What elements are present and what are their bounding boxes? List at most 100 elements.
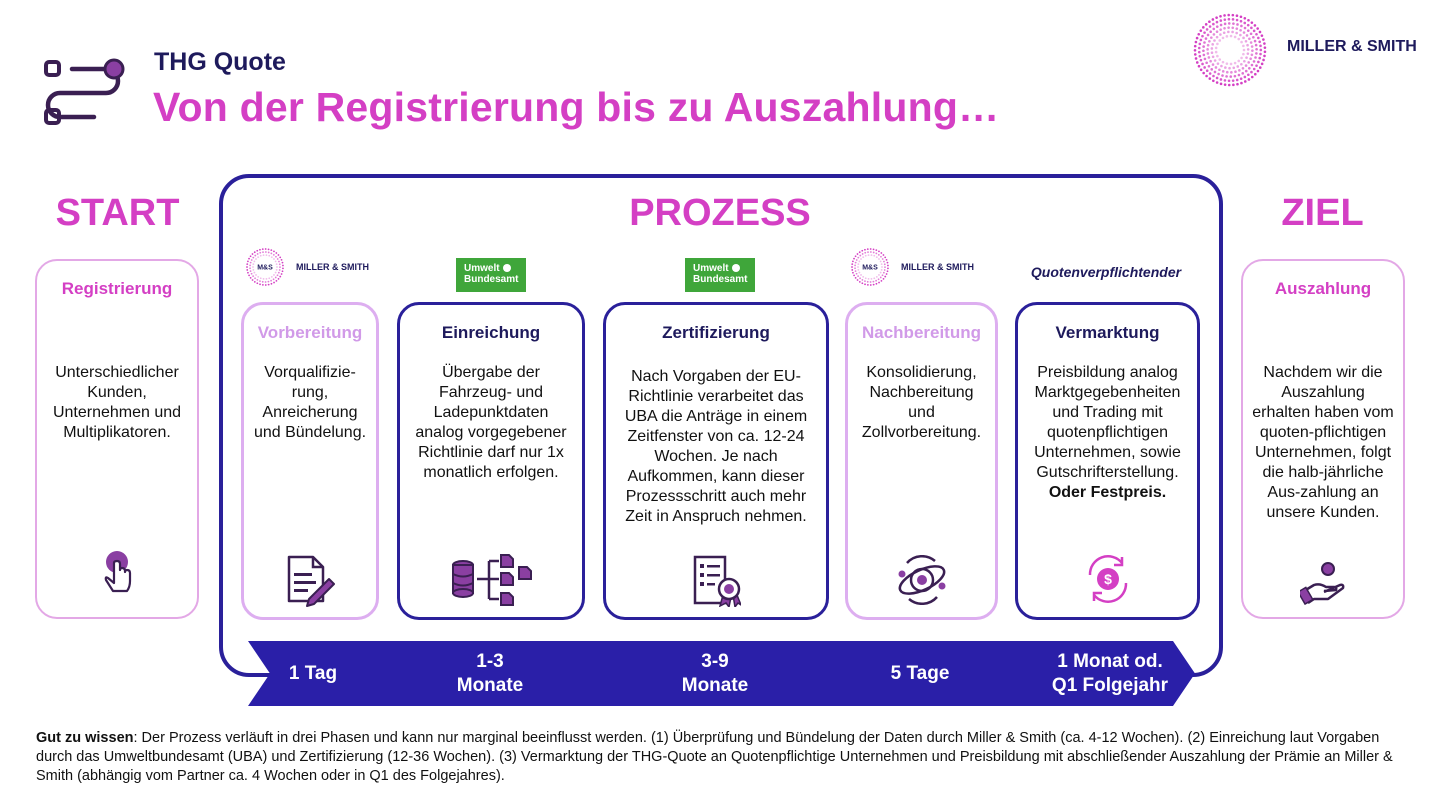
logo-dot: [1208, 77, 1212, 80]
logo-dot: [858, 251, 861, 254]
logo-dot: [267, 283, 270, 286]
logo-dot: [1240, 40, 1243, 44]
logo-dot: [1205, 28, 1209, 31]
logo-dot: [1252, 35, 1255, 39]
logo-dot: [275, 255, 277, 258]
logo-dot: [1240, 24, 1243, 28]
logo-dot: [256, 279, 259, 281]
logo-dot: [864, 277, 867, 280]
logo-dot: [1247, 73, 1250, 77]
logo-dot: [279, 275, 282, 278]
logo-dot: [279, 256, 282, 259]
logo-mark-text: M&S: [257, 265, 273, 272]
logo-dot: [859, 277, 861, 280]
ms-badge-text: MILLER & SMITH: [901, 262, 974, 272]
logo-dot: [257, 256, 260, 259]
logo-dot: [866, 280, 869, 283]
logo-dot: [873, 254, 876, 257]
logo-dot: [859, 254, 862, 257]
logo-dot: [1258, 66, 1262, 69]
logo-dot: [252, 268, 255, 271]
card-title: Registrierung: [61, 279, 173, 298]
logo-dot: [1213, 70, 1217, 74]
logo-dot: [861, 249, 864, 252]
logo-dot: [1252, 60, 1256, 63]
document-edit-icon: [287, 555, 335, 607]
logo-dot: [249, 264, 251, 267]
logo-dot: [861, 253, 864, 255]
logo-dot: [255, 274, 257, 276]
logo-dot: [879, 276, 882, 279]
logo-dot: [878, 274, 880, 276]
logo-dot: [1212, 74, 1215, 78]
logo-dot: [1256, 69, 1260, 73]
logo-dot: [1225, 62, 1229, 65]
logo-dot: [1227, 79, 1231, 83]
logo-dot: [259, 254, 262, 257]
logo-dot: [246, 263, 249, 266]
logo-dot: [1203, 41, 1206, 44]
orbit-icon: [898, 555, 945, 605]
logo-dot: [1193, 48, 1197, 52]
logo-dot: [1245, 34, 1249, 37]
logo-dot: [1239, 15, 1243, 19]
card-body-text: Preisbildung analog Marktgegebenheiten u…: [1034, 364, 1181, 481]
card-title: Zertifizierung: [662, 323, 770, 342]
logo-dot: [261, 280, 264, 283]
timeline-label-3b: Monate: [681, 675, 749, 696]
logo-dot: [1223, 18, 1227, 21]
logo-dot: [873, 277, 876, 280]
logo-dot: [1216, 62, 1220, 65]
logo-dot: [1210, 68, 1214, 71]
logo-dot: [875, 282, 878, 285]
logo-dot: [1256, 27, 1259, 30]
logo-dot: [1247, 18, 1250, 22]
logo-dot: [851, 269, 854, 271]
logo-dot: [1239, 19, 1243, 23]
logo-dot: [1219, 33, 1222, 36]
logo-dot: [1195, 61, 1199, 64]
logo-dot: [1223, 79, 1227, 82]
logo-dot: [1193, 53, 1197, 56]
logo-dot: [869, 281, 872, 283]
logo-dot: [1199, 58, 1203, 62]
logo-dot: [1250, 75, 1254, 79]
logo-dot: [250, 272, 253, 275]
logo-dot: [869, 251, 872, 253]
logo-dot: [864, 248, 866, 251]
logo-dot: [267, 251, 270, 254]
logo-dot: [253, 251, 256, 254]
logo-dot: [259, 251, 262, 254]
logo-dot: [1202, 26, 1205, 29]
logo-dot: [1238, 69, 1241, 72]
logo-dot: [884, 275, 887, 278]
logo-dot: [252, 256, 255, 259]
logo-dot: [862, 256, 865, 259]
logo-dot: [250, 259, 253, 261]
logo-dot: [1240, 56, 1243, 60]
logo-dot: [1194, 57, 1198, 60]
logo-dot: [248, 257, 250, 260]
logo-dot: [1249, 57, 1252, 61]
logo-dot: [1241, 66, 1245, 70]
card-title: Vorbereitung: [257, 323, 363, 342]
logo-dot: [268, 254, 271, 257]
ms-badge-nachbereitung: M&S MILLER & SMITH: [851, 248, 974, 286]
logo-dot: [1233, 61, 1237, 65]
logo-dot: [1214, 46, 1218, 50]
process-path-icon: [44, 58, 125, 125]
logo-dot: [855, 272, 858, 275]
logo-dot: [1231, 79, 1235, 82]
logo-dot: [275, 280, 278, 282]
logo-dot: [280, 259, 283, 261]
logo-dot: [878, 281, 880, 284]
logo-dot: [853, 257, 855, 260]
logo-dot: [882, 271, 885, 274]
logo-dot: [1197, 50, 1201, 54]
logo-dot: [1232, 66, 1236, 70]
logo-dot: [1235, 78, 1239, 82]
logo-dot: [1247, 78, 1251, 81]
logo-dot: [270, 279, 272, 282]
logo-dot: [1237, 37, 1241, 41]
logo-dot: [255, 258, 257, 260]
